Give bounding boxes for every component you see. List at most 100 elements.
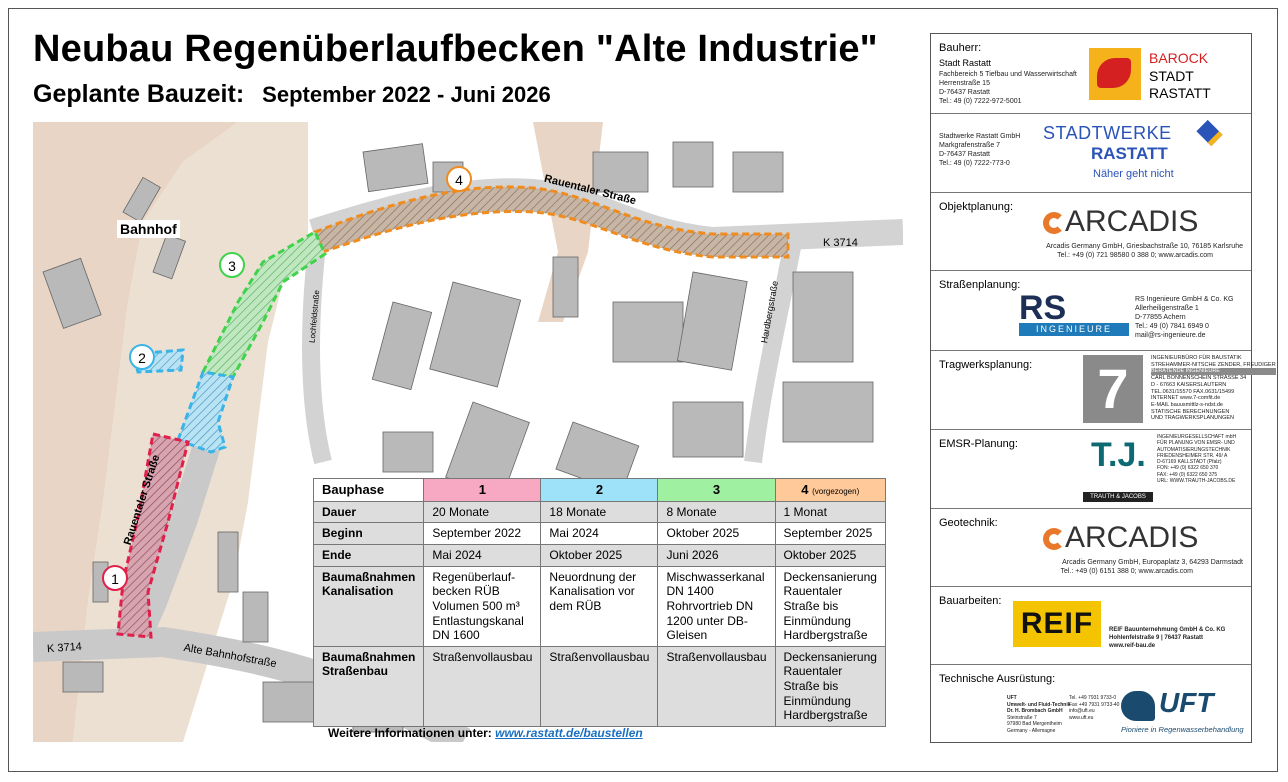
phase1-area [116, 432, 190, 639]
table-row: Baumaßnahmen Kanalisation Regenüberlauf-… [312, 565, 886, 647]
geotechnik-address: Arcadis Germany GmbH, Europaplatz 3, 642… [1062, 559, 1243, 566]
uft-slogan: Pioniere in Regenwasserbehandlung [1121, 725, 1244, 734]
box-strassenplanung: Straßenplanung: RS INGENIEURE RS Ingenie… [931, 271, 1251, 351]
geotechnik-contact: Tel.: +49 (0) 6151 388 0; www.arcadis.co… [1060, 568, 1193, 575]
text-line: Dr. H. Brombach GmbH [1007, 708, 1063, 714]
text-line: FÜR PLANUNG VON EMSR- UND [1157, 440, 1235, 447]
box-tragwerksplanung: Tragwerksplanung: 7 INGENIEURBÜRO FÜR BA… [931, 351, 1276, 430]
subtitle: Geplante Bauzeit:September 2022 - Juni 2… [33, 80, 551, 109]
bauarbeiten-label: Bauarbeiten: [939, 595, 1002, 607]
geotechnik-logo: ARCADIS [1065, 521, 1199, 554]
phase-4-note: (vorgezogen) [812, 487, 860, 496]
box-emsr: EMSR-Planung: T.J. TRAUTH & JACOBS INGEN… [931, 430, 1251, 509]
marker-2-label: 2 [138, 350, 146, 366]
text-line: UFT [1007, 695, 1017, 701]
table-row: Dauer 20 Monate 18 Monate 8 Monate 1 Mon… [312, 500, 886, 524]
marker-3-label: 3 [228, 258, 236, 274]
text-line: 97980 Bad Mergentheim [1007, 721, 1062, 727]
text-line: Fax +49 7931 9733-40 [1069, 701, 1120, 708]
address-line: Allerheiligenstraße 1 [1135, 305, 1199, 313]
table-cell: Mai 2024 [423, 544, 542, 567]
address-line: D-76437 Rastatt [939, 89, 990, 97]
text-line: FRIEDENSHEIMER STR. 49/ A [1157, 452, 1228, 459]
table-cell: 20 Monate [423, 500, 542, 524]
address-line: Tel.: 49 (0) 7841 6949 0 [1135, 323, 1209, 331]
table-cell: Mai 2024 [540, 522, 659, 546]
text-line: CARL BONNENSCHEIN STRASSE 34 [1151, 375, 1247, 382]
arcadis-icon [1043, 528, 1065, 550]
table-cell: September 2022 [423, 522, 542, 546]
table-header-row: Bauphase 1 2 3 4 (vorgezogen) [312, 478, 886, 502]
uft-wave-icon [1121, 691, 1155, 721]
reif-logo: REIF [1013, 601, 1101, 647]
logo-line: BAROCK [1149, 50, 1209, 66]
marker-4 [446, 166, 472, 192]
table-cell: Oktober 2025 [774, 544, 886, 567]
phase3-area [200, 229, 327, 379]
technik-mid-text: Tel. +49 7931 9733-0 Fax +49 7931 9733-4… [1069, 695, 1119, 721]
text-line: INTERNET www.7-comfit.de [1151, 395, 1221, 402]
text-line: www.uft.eu [1069, 714, 1094, 721]
text-line: www.reif-bau.de [1109, 642, 1156, 649]
technik-left-text: UFT Umwelt- und Fluid-Technik Dr. H. Bro… [1007, 695, 1071, 734]
technik-label: Technische Ausrüstung: [939, 673, 1056, 685]
row-label: Dauer [312, 500, 425, 524]
table-cell: Deckensanierung Rauentaler Straße bis Ei… [774, 645, 886, 727]
text-line: REIF Bauunternehmung GmbH & Co. KG [1109, 627, 1226, 633]
table-header-phase-1: 1 [423, 478, 542, 502]
rs-logo: RS [1019, 289, 1067, 327]
map-label-k3714-left: K 3714 [46, 640, 83, 656]
logo-line: RASTATT [1149, 85, 1211, 101]
address-line: Tel.: 49 (0) 7222-773-0 [939, 160, 1010, 168]
text-line: D - 67663 KAISERSLAUTERN [1151, 381, 1227, 388]
text-line: D-67169 KALLSTADT (Pfalz) [1157, 459, 1222, 465]
text-line: Steinstraße 7 [1007, 714, 1037, 721]
box-geotechnik: Geotechnik: ARCADIS Arcadis Germany GmbH… [931, 509, 1251, 587]
marker-3 [219, 252, 245, 278]
table-cell: Deckensanierung Rauentaler Straße bis Ei… [774, 565, 886, 647]
objektplanung-contact: Tel.: +49 (0) 721 98580 0 388 0; www.arc… [1057, 252, 1213, 259]
map-label-k3714-right: K 3714 [823, 237, 858, 249]
stadtwerke-cube-icon [1196, 119, 1223, 147]
text-line: E-MAIL bauusmittlz-s-ndst.de [1151, 401, 1223, 408]
bauarbeiten-text: REIF Bauunternehmung GmbH & Co. KG Hohle… [1109, 627, 1225, 650]
emsr-label: EMSR-Planung: [939, 438, 1018, 450]
text-line: Umwelt- und Fluid-Technik [1007, 701, 1071, 708]
address-line: D-76437 Rastatt [939, 151, 990, 159]
more-info-link[interactable]: www.rastatt.de/baustellen [495, 726, 643, 740]
stadtwerke-logo-line2: RASTATT [1091, 144, 1168, 163]
table-cell: 8 Monate [657, 500, 776, 524]
table-cell: Straßenvollausbau [540, 645, 659, 727]
text-line: FAX: +49 (0) 6322 650 375 [1157, 471, 1218, 478]
row-label: Baumaßnahmen Kanalisation [312, 565, 425, 647]
rs-logo-sub: INGENIEURE [1019, 323, 1129, 336]
road-lochfeld [302, 235, 332, 465]
text-line: UND TRAGWERKSPLANUNGEN [1151, 415, 1235, 422]
table-cell: Straßenvollausbau [423, 645, 542, 727]
objektplanung-logo: ARCADIS [1065, 205, 1199, 238]
address-line: Herrenstraße 15 [939, 80, 990, 88]
text-line: URL: WWW.TRAUTH-JACOBS.DE [1157, 477, 1236, 484]
map-drawing [33, 122, 903, 742]
tragwerksplanung-label: Tragwerksplanung: [939, 359, 1033, 371]
tragwerk-text: INGENIEURBÜRO FÜR BAUSTATIK STREHAMMER-N… [1151, 355, 1276, 422]
table-cell: 18 Monate [540, 500, 659, 524]
address-line: mail@rs-ingenieure.de [1135, 332, 1206, 340]
box-stadtwerke: Stadtwerke Rastatt GmbH Markgrafenstraße… [931, 114, 1251, 193]
objektplanung-label: Objektplanung: [939, 201, 1013, 213]
box-bauherr: Bauherr: Stadt Rastatt Fachbereich 5 Tie… [931, 34, 1251, 114]
geotechnik-label: Geotechnik: [939, 517, 998, 529]
page-title: Neubau Regenüberlaufbecken "Alte Industr… [33, 28, 878, 70]
table-row: Baumaßnahmen Straßenbau Straßenvollausba… [312, 645, 886, 727]
stadtwerke-address: Stadtwerke Rastatt GmbH Markgrafenstraße… [939, 132, 1020, 168]
address-line: Tel.: 49 (0) 7222-972-5001 [939, 98, 1022, 106]
text-line: BERATENDE INGENIEURE [1151, 368, 1276, 376]
rail-strip [533, 122, 603, 322]
box-bauarbeiten: Bauarbeiten: REIF REIF Bauunternehmung G… [931, 587, 1251, 665]
stadtwerke-logo-line1: STADTWERKE [1043, 123, 1172, 143]
row-label: Baumaßnahmen Straßenbau [312, 645, 425, 727]
table-cell: September 2025 [774, 522, 886, 546]
text-line: Hohlenfelstraße 9 | 76437 Rastatt [1109, 634, 1204, 641]
barock-logo-text: BAROCK STADT RASTATT [1149, 50, 1211, 103]
table-cell: Juni 2026 [657, 544, 776, 567]
